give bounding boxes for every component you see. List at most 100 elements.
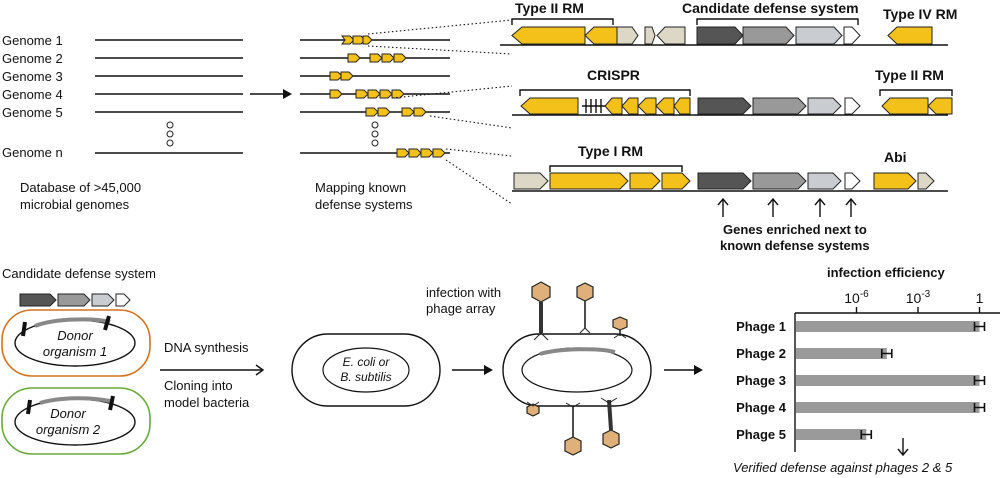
gene-arrow — [616, 26, 639, 45]
zoom-lines — [367, 19, 513, 205]
chart-error-bar — [880, 349, 893, 358]
label-abi: Abi — [884, 149, 907, 165]
chart-bar — [796, 321, 980, 332]
mapped-gene — [377, 107, 391, 117]
chart-tick-label: 1 — [976, 290, 984, 306]
donor-1-label-line-1: Donor — [57, 328, 93, 343]
chart-bar — [796, 348, 887, 359]
enriched-caption-line-1: Genes enriched next to — [723, 222, 867, 237]
gene-arrow — [637, 97, 657, 115]
mapping-arrow — [250, 89, 292, 99]
chart-category-label: Phage 1 — [736, 319, 786, 334]
gene-arrow — [917, 172, 935, 190]
model-bacteria-line-2: B. subtilis — [340, 370, 391, 384]
cloning-label-line-2: model bacteria — [164, 395, 250, 410]
genome-label-2: Genome 2 — [2, 51, 63, 66]
dna-synthesis-label: DNA synthesis — [164, 340, 249, 355]
zoom-row-1: Type II RM Candidate defense system Type… — [500, 0, 957, 46]
gene-arrow — [584, 26, 618, 45]
gene-arrow — [795, 26, 843, 45]
chart-bar — [796, 375, 980, 386]
chart-error-bar — [860, 430, 873, 439]
ellipsis-dots — [371, 121, 379, 147]
enriched-caption-line-2: known defense systems — [720, 238, 870, 253]
donor-2-cell — [1, 387, 151, 455]
mapped-gene — [408, 148, 422, 158]
gene-arrow — [520, 97, 579, 115]
zoom-row-2: CRISPR Type II RM — [512, 67, 953, 116]
mapped-gene — [432, 148, 446, 158]
chart-error-bar — [973, 376, 986, 385]
chart-category-label: Phage 4 — [736, 400, 787, 415]
zoom-row-3: Type I RM Abi Genes enriched next to kno… — [512, 143, 948, 253]
gene-arrow — [604, 97, 623, 115]
label-type-iv-rm: Type IV RM — [883, 6, 957, 22]
gene-arrow — [644, 26, 656, 45]
gene-arrow — [927, 97, 953, 115]
infection-label-line-1: infection with — [426, 285, 501, 300]
gene-arrow — [752, 172, 807, 190]
chart-bar — [796, 402, 980, 413]
phage-icon — [526, 401, 540, 417]
candidate-title: Candidate defense system — [2, 266, 156, 281]
mapped-gene — [381, 53, 395, 63]
label-type-i-rm: Type I RM — [578, 143, 643, 159]
bracket — [696, 18, 859, 25]
mapped-gene — [393, 53, 407, 63]
genome-label-n: Genome n — [2, 145, 63, 160]
chart-error-bar — [973, 403, 986, 412]
mapped-gene — [340, 71, 354, 81]
mapped-gene — [379, 89, 393, 99]
model-bacterium: E. coli or B. subtilis — [291, 333, 441, 407]
mapped-gene — [367, 89, 381, 99]
database-caption-line-1: Database of >45,000 — [20, 180, 141, 195]
chart-tick-label: 10-6 — [844, 289, 869, 306]
gene-arrow — [807, 97, 842, 115]
mapped-gene — [391, 89, 405, 99]
enriched-arrows — [717, 197, 857, 217]
label-candidate-defense-system: Candidate defense system — [682, 0, 859, 16]
bracket — [879, 89, 953, 96]
label-type-ii-rm-2: Type II RM — [875, 67, 944, 83]
gene-arrow — [873, 172, 917, 190]
gene-arrow — [697, 172, 752, 190]
arrow-to-chart — [664, 365, 703, 375]
mapped-gene — [329, 71, 343, 81]
phage-icon — [600, 397, 620, 449]
mapping-caption-line-2: defense systems — [315, 197, 413, 212]
donor-organism-1: Donor organism 1 — [1, 309, 151, 377]
gene-arrow — [513, 172, 549, 190]
mapped-gene — [369, 53, 383, 63]
mapped-gene — [401, 107, 415, 117]
gene-arrow — [655, 97, 675, 115]
donor-organism-2: Donor organism 2 — [1, 387, 151, 455]
infected-bacterium — [502, 333, 652, 407]
mapped-gene — [347, 53, 361, 63]
mapped-gene — [365, 107, 379, 117]
gene-arrow — [629, 172, 661, 190]
gene-arrow — [887, 26, 933, 45]
donor-2-label-line-1: Donor — [50, 406, 86, 421]
genome-label-1: Genome 1 — [2, 33, 63, 48]
gene-arrow — [549, 172, 629, 190]
gene-arrow — [673, 97, 691, 115]
database-caption-line-2: microbial genomes — [20, 197, 130, 212]
chart-title: infection efficiency — [827, 265, 946, 280]
donor-2-label-line-2: organism 2 — [36, 422, 101, 437]
arrow-to-infection — [452, 365, 493, 375]
chart-bar — [796, 429, 867, 440]
gene-arrow — [656, 26, 686, 45]
synthesis-arrow — [160, 364, 265, 376]
bracket — [519, 89, 691, 96]
mapped-gene — [329, 89, 343, 99]
candidate-genes — [19, 293, 131, 307]
gene-arrow — [752, 97, 807, 115]
genome-label-5: Genome 5 — [2, 105, 63, 120]
donor-1-cell — [1, 309, 151, 377]
gene-arrow — [807, 172, 842, 190]
bracket — [511, 18, 614, 25]
